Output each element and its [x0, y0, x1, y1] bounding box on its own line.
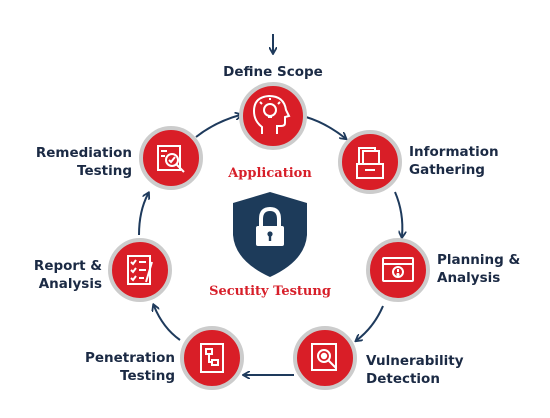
- arrow-planning-to-vuln: [357, 305, 384, 340]
- arrow-info-to-planning: [394, 191, 402, 236]
- step-node-information-gathering: [338, 130, 402, 194]
- bug-magnifier-icon: [311, 343, 337, 371]
- step-node-remediation-testing: [139, 126, 203, 190]
- step-label-planning-analysis: Planning & Analysis: [437, 252, 521, 286]
- checklist-pen-icon: [127, 255, 153, 285]
- step-node-penetration-testing: [180, 326, 244, 390]
- step-label-remediation-testing: Remediation Testing: [35, 145, 132, 179]
- cycle-arrows: [138, 115, 402, 375]
- step-node-report-analysis: [108, 238, 172, 302]
- arrow-pen-to-report: [154, 306, 181, 341]
- flowchart-doc-icon: [200, 343, 224, 373]
- browser-warning-icon: [382, 257, 414, 282]
- folders-icon: [356, 147, 384, 179]
- doc-magnifier-icon: [157, 145, 185, 173]
- step-label-define-scope: Define Scope: [223, 64, 323, 80]
- arrow-remed-to-define: [195, 115, 240, 138]
- head-bulb-icon: [252, 94, 291, 134]
- center-subtitle: Secutity Testung: [209, 284, 331, 299]
- step-label-vulnerability-detection: Vulnerability Detection: [366, 353, 464, 387]
- step-label-information-gathering: Information Gathering: [409, 144, 499, 178]
- arrow-report-to-remed: [138, 194, 148, 236]
- step-node-vulnerability-detection: [293, 326, 357, 390]
- step-label-penetration-testing: Penetration Testing: [84, 350, 175, 384]
- step-node-planning-analysis: [366, 238, 430, 302]
- arrow-define-to-info: [305, 116, 345, 138]
- step-node-define-scope: [239, 82, 307, 150]
- step-label-report-analysis: Report & Analysis: [33, 258, 102, 292]
- center-title: Application: [228, 166, 312, 181]
- shield-lock-icon: [233, 192, 307, 277]
